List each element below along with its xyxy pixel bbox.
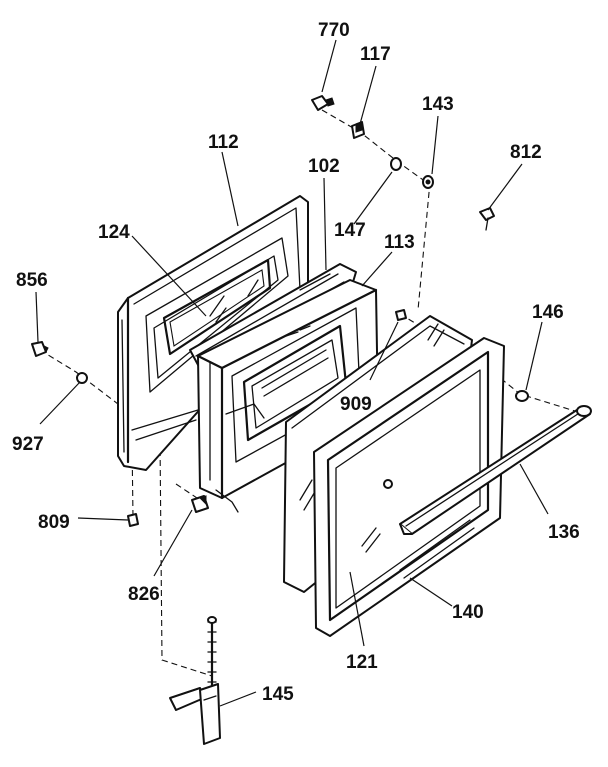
screw-856 <box>31 341 49 357</box>
callout-146: 146 <box>532 302 564 323</box>
callout-121: 121 <box>346 652 378 673</box>
washer-146 <box>515 390 529 402</box>
callout-136: 136 <box>548 522 580 543</box>
callout-809: 809 <box>38 512 70 533</box>
callout-124: 124 <box>98 222 130 243</box>
callout-812: 812 <box>510 142 542 163</box>
screw-770 <box>311 95 335 111</box>
outer-door-frame-140 <box>313 337 505 637</box>
callout-143: 143 <box>422 94 454 115</box>
screw-812 <box>479 207 495 231</box>
callout-927: 927 <box>12 434 44 455</box>
callout-147: 147 <box>334 220 366 241</box>
callout-102: 102 <box>308 156 340 177</box>
callout-140: 140 <box>452 602 484 623</box>
callout-113: 113 <box>384 232 415 253</box>
callout-909: 909 <box>340 394 372 415</box>
callout-145: 145 <box>262 684 294 705</box>
callout-856: 856 <box>16 270 48 291</box>
callout-labels: 770 117 143 812 112 102 147 124 113 856 … <box>12 20 580 705</box>
screw-909 <box>395 309 407 321</box>
callout-112: 112 <box>208 132 239 153</box>
callout-117: 117 <box>360 44 391 65</box>
door-hinge-145 <box>169 616 221 745</box>
panel-glass-124 <box>162 258 272 356</box>
screw-809 <box>127 513 139 527</box>
callout-770: 770 <box>318 20 350 41</box>
leader-lines <box>35 39 549 707</box>
door-handle-136 <box>399 405 592 535</box>
washer-927 <box>76 372 88 384</box>
hardware <box>31 95 529 527</box>
callout-826: 826 <box>128 584 160 605</box>
clip-117 <box>351 121 365 139</box>
screw-826 <box>191 495 209 513</box>
washer-147 <box>390 157 402 171</box>
